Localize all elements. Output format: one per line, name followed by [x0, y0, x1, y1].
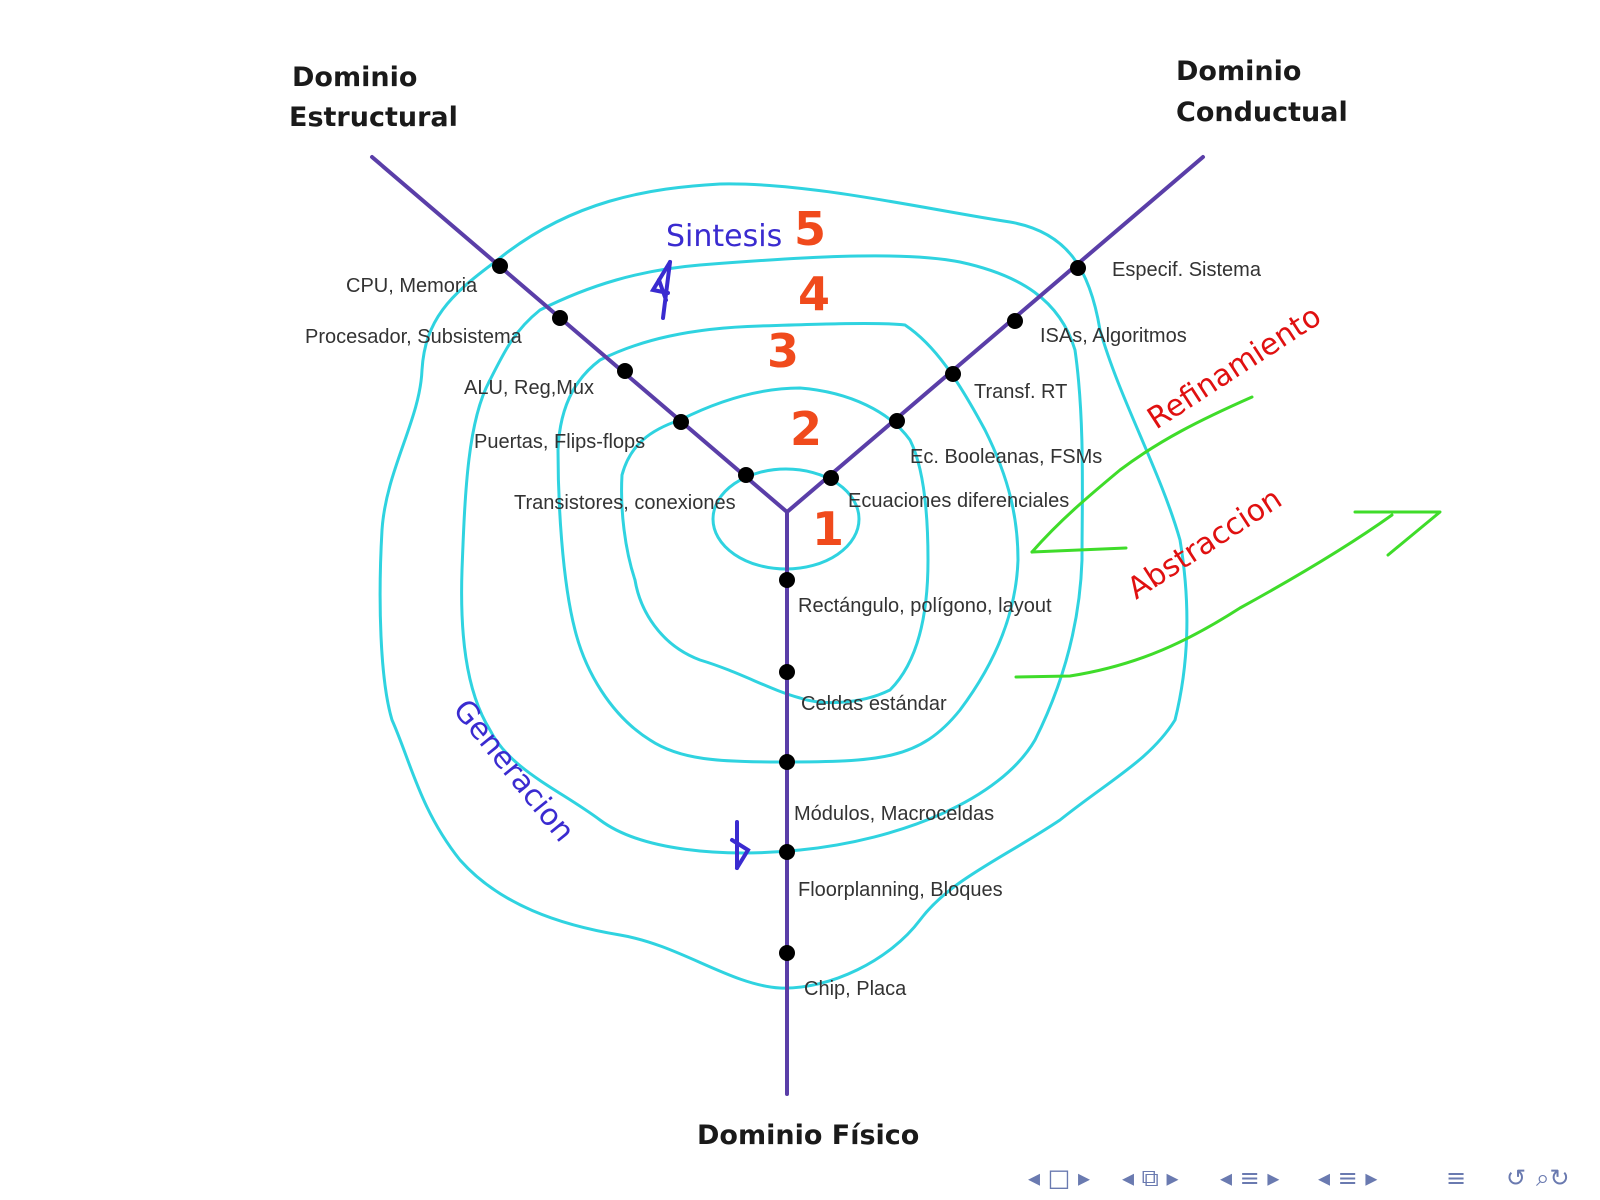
- y-chart-axes: [370, 155, 1205, 1096]
- nav-prev-section-icon[interactable]: ◂ ⧉ ▸: [1122, 1164, 1179, 1192]
- physical-level-4-label: Floorplanning, Bloques: [798, 879, 1003, 901]
- physical-level-3-label: Módulos, Macroceldas: [794, 803, 994, 825]
- abstraction-label: Abstraccion: [1121, 481, 1288, 606]
- synthesis-arrow-icon: [649, 260, 672, 320]
- structural-domain-title-line2: Estructural: [289, 102, 458, 133]
- structural-level-1-label: CPU, Memoria: [346, 275, 478, 297]
- behavioral-axis: [785, 155, 1205, 514]
- physical-level-1-label: Rectángulo, polígono, layout: [798, 595, 1052, 617]
- ring-3: [556, 321, 1020, 764]
- physical-level-5-label: Chip, Placa: [804, 978, 907, 1000]
- behavioral-level-1-label: Especif. Sistema: [1112, 259, 1262, 281]
- ring-number-1: 1: [812, 502, 844, 556]
- structural-level-3-label: ALU, Reg,Mux: [464, 377, 594, 399]
- beamer-navigation-bar: ◂ □ ▸ ◂ ⧉ ▸ ◂ ≡ ▸ ◂ ≡ ▸ ≡ ↺ ⌕↻: [1028, 1164, 1570, 1192]
- behavioral-domain-title-line2: Conductual: [1176, 97, 1348, 128]
- level-dots: [492, 258, 1086, 961]
- nav-prev-frame-icon[interactable]: ◂ □ ▸: [1028, 1164, 1090, 1192]
- behavioral-dot-5: [823, 470, 839, 486]
- physical-dot-4: [779, 844, 795, 860]
- physical-level-2-label: Celdas estándar: [801, 693, 947, 715]
- behavioral-dot-2: [1007, 313, 1023, 329]
- ring-number-5: 5: [794, 202, 826, 256]
- refinement-arrow-icon: [1030, 395, 1254, 554]
- refinement-label: Refinamiento: [1141, 299, 1327, 437]
- behavioral-dot-1: [1070, 260, 1086, 276]
- behavioral-level-5-label: Ecuaciones diferenciales: [848, 490, 1069, 512]
- zoom-icon[interactable]: ⌕↻: [1536, 1164, 1570, 1192]
- nav-align-icon[interactable]: ≡: [1446, 1164, 1466, 1192]
- ring-number-4: 4: [798, 267, 830, 321]
- structural-domain-title-line1: Dominio: [292, 62, 417, 93]
- behavioral-domain-title-line1: Dominio: [1176, 56, 1301, 87]
- ring-2: [620, 386, 930, 705]
- ring-number-3: 3: [767, 324, 799, 378]
- nav-prev-subsection-icon[interactable]: ◂ ≡ ▸: [1220, 1164, 1279, 1192]
- behavioral-dot-4: [889, 413, 905, 429]
- structural-dot-4: [673, 414, 689, 430]
- behavioral-level-4-label: Ec. Booleanas, FSMs: [910, 446, 1102, 468]
- ring-5: [378, 182, 1189, 990]
- structural-level-5-label: Transistores, conexiones: [514, 492, 736, 514]
- behavioral-level-2-label: ISAs, Algoritmos: [1040, 325, 1187, 347]
- generation-label: Generacion: [446, 693, 582, 849]
- physical-dot-2: [779, 664, 795, 680]
- abstraction-arrow-icon: [1014, 510, 1442, 679]
- ring-4: [460, 254, 1084, 855]
- behavioral-dot-3: [945, 366, 961, 382]
- physical-dot-3: [779, 754, 795, 770]
- structural-level-4-label: Puertas, Flips-flops: [474, 431, 645, 453]
- physical-dot-5: [779, 945, 795, 961]
- structural-axis: [370, 155, 789, 514]
- structural-dot-1: [492, 258, 508, 274]
- nav-prev-slide-icon[interactable]: ◂ ≡ ▸: [1318, 1164, 1377, 1192]
- physical-domain-title: Dominio Físico: [697, 1120, 919, 1151]
- search-icon[interactable]: ↺: [1506, 1164, 1526, 1192]
- behavioral-level-3-label: Transf. RT: [974, 381, 1067, 403]
- ring-number-2: 2: [790, 402, 822, 456]
- structural-dot-3: [617, 363, 633, 379]
- physical-dot-1: [779, 572, 795, 588]
- structural-dot-2: [552, 310, 568, 326]
- structural-dot-5: [738, 467, 754, 483]
- structural-level-2-label: Procesador, Subsistema: [305, 326, 523, 348]
- generation-arrow-icon: [730, 820, 751, 870]
- synthesis-label: Sintesis: [666, 219, 782, 254]
